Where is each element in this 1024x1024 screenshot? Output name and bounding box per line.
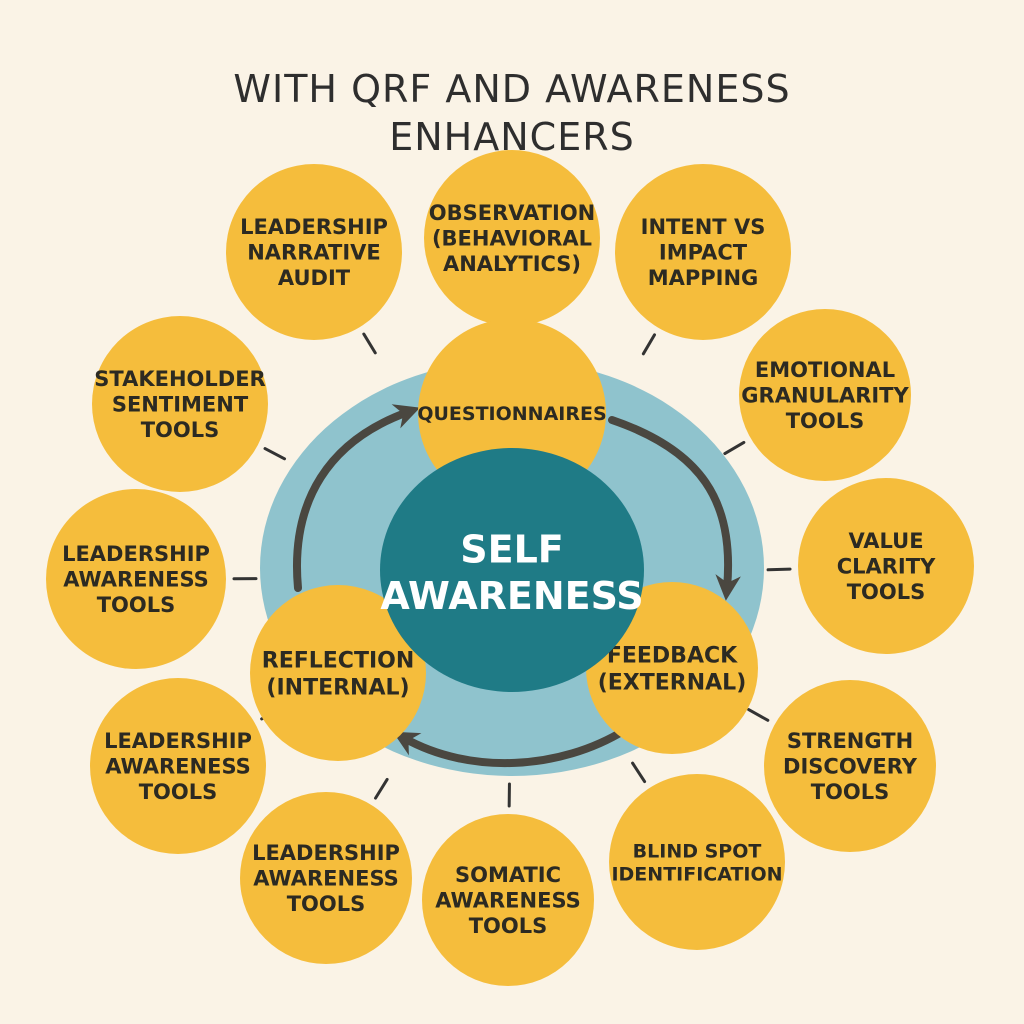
enhancer-strength-discovery-line-2: DISCOVERY <box>783 755 918 779</box>
cycle-questionnaires-line-1: QUESTIONNAIRES <box>417 403 606 425</box>
enhancer-leadership-narrative-audit-line-3: AUDIT <box>278 266 351 290</box>
cycle-circle <box>250 585 426 761</box>
enhancer-leadership-awareness-bottom-line-2: AWARENESS <box>253 867 399 891</box>
connector-intent-vs-impact <box>641 333 656 356</box>
center-line-1: SELF <box>460 528 564 572</box>
enhancer-somatic-awareness-line-1: SOMATIC <box>455 863 561 887</box>
enhancer-observation-line-1: OBSERVATION <box>429 201 596 225</box>
enhancer-blind-spot-line-2: IDENTIFICATION <box>611 863 782 885</box>
cycle-feedback-line-2: (EXTERNAL) <box>598 670 747 695</box>
enhancer-circle <box>90 678 266 854</box>
enhancer-blind-spot-line-1: BLIND SPOT <box>633 840 762 862</box>
enhancer-circle <box>739 309 911 481</box>
enhancer-stakeholder-sentiment-line-2: SENTIMENT <box>112 393 249 417</box>
enhancer-leadership-awareness-left-line-3: TOOLS <box>97 593 176 617</box>
enhancer-circle <box>46 489 226 669</box>
enhancer-observation-line-2: (BEHAVIORAL <box>432 227 592 251</box>
enhancer-value-clarity-line-1: VALUE <box>848 529 923 553</box>
enhancer-value-clarity-line-3: TOOLS <box>847 580 926 604</box>
connector-lines <box>232 332 792 808</box>
enhancer-leadership-narrative-audit-line-1: LEADERSHIP <box>240 215 388 239</box>
enhancer-value-clarity-line-2: CLARITY <box>837 555 936 579</box>
enhancer-somatic-awareness-line-3: TOOLS <box>469 914 548 938</box>
enhancer-stakeholder-sentiment-line-3: TOOLS <box>141 418 220 442</box>
enhancer-leadership-awareness-bottom-line-3: TOOLS <box>287 892 366 916</box>
arrow-questionnaires-to-feedback <box>608 416 741 601</box>
enhancer-somatic-awareness-line-2: AWARENESS <box>435 889 581 913</box>
cycle-reflection: REFLECTION(INTERNAL) <box>250 585 426 761</box>
enhancer-leadership-awareness-lower-left-line-3: TOOLS <box>139 780 218 804</box>
enhancer-strength-discovery-line-3: TOOLS <box>811 780 890 804</box>
enhancer-intent-vs-impact-line-3: MAPPING <box>648 266 759 290</box>
enhancer-stakeholder-sentiment-line-1: STAKEHOLDER <box>94 367 265 391</box>
center-line-2: AWARENESS <box>380 574 643 618</box>
connector-blind-spot <box>631 761 647 784</box>
core-cycle: QUESTIONNAIRES FEEDBACK(EXTERNAL) REFLECTI… <box>250 319 764 776</box>
connector-leadership-awareness-bottom <box>374 777 389 800</box>
enhancer-leadership-awareness-lower-left-line-1: LEADERSHIP <box>104 729 252 753</box>
enhancer-circle <box>92 316 268 492</box>
arrow-reflection-to-questionnaires <box>293 404 421 592</box>
enhancer-circle <box>424 150 600 326</box>
center-circle <box>380 448 644 692</box>
arrow-feedback-to-reflection <box>392 726 629 768</box>
enhancer-circle <box>422 814 594 986</box>
enhancer-circle <box>798 478 974 654</box>
enhancer-circle <box>615 164 791 340</box>
enhancer-emotional-granularity-line-3: TOOLS <box>786 409 865 433</box>
enhancer-circle <box>226 164 402 340</box>
enhancer-leadership-awareness-left-line-1: LEADERSHIP <box>62 542 210 566</box>
enhancer-leadership-narrative-audit-line-2: NARRATIVE <box>247 241 381 265</box>
enhancer-circle <box>609 774 785 950</box>
enhancer-circle <box>764 680 936 852</box>
enhancer-circle <box>240 792 412 964</box>
enhancer-intent-vs-impact-line-1: INTENT VS <box>641 215 766 239</box>
cycle-reflection-line-2: (INTERNAL) <box>266 675 409 700</box>
cycle-feedback-line-1: FEEDBACK <box>607 644 738 669</box>
enhancer-leadership-awareness-bottom-line-1: LEADERSHIP <box>252 841 400 865</box>
diagram-title: WITH QRF AND AWARENESS ENHANCERS <box>0 65 1024 161</box>
enhancer-emotional-granularity-line-1: EMOTIONAL <box>755 358 895 382</box>
enhancer-observation-line-3: ANALYTICS) <box>443 252 581 276</box>
connector-strength-discovery <box>747 708 770 722</box>
enhancer-emotional-granularity-line-2: GRANULARITY <box>741 384 909 408</box>
connector-value-clarity <box>766 567 792 572</box>
enhancer-leadership-awareness-lower-left-line-2: AWARENESS <box>105 755 251 779</box>
connector-leadership-narrative-audit <box>362 332 377 355</box>
title-line-1: WITH QRF AND AWARENESS <box>233 67 791 112</box>
cycle-reflection-line-1: REFLECTION <box>262 649 415 674</box>
connector-stakeholder-sentiment <box>263 447 287 461</box>
enhancer-intent-vs-impact-line-2: IMPACT <box>659 241 748 265</box>
enhancer-strength-discovery-line-1: STRENGTH <box>787 729 913 753</box>
connector-emotional-granularity <box>723 440 746 456</box>
enhancer-leadership-awareness-left-line-2: AWARENESS <box>63 568 209 592</box>
